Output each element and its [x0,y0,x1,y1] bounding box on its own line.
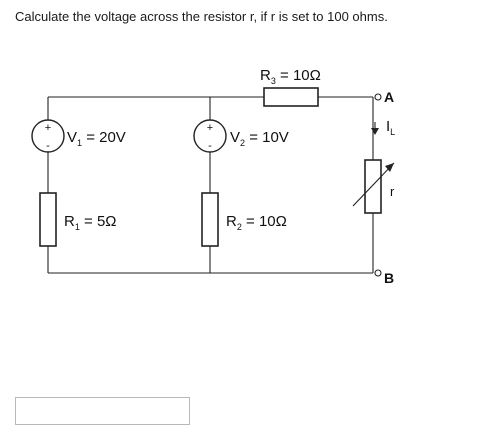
v1-plus-sign: + [45,122,51,134]
terminal-b-dot [374,269,382,277]
variable-resistor-arrowhead [385,163,394,172]
terminal-a-dot [374,93,382,101]
v1-minus-sign: - [46,140,50,152]
answer-input[interactable] [15,397,190,425]
question-text: Calculate the voltage across the resisto… [15,9,388,24]
variable-resistor-r [364,159,382,214]
label-r-var: r [390,184,395,199]
voltage-source-v2 [193,119,227,153]
resistor-r3 [263,87,319,107]
current-arrowhead [371,128,379,135]
voltage-source-v1 [31,119,65,153]
terminal-a-label: A [384,89,394,105]
terminal-b-label: B [384,270,394,286]
label-v2: V2 = 10V [230,129,289,148]
circuit-diagram: R3 = 10Ω + - V1 = 20V + - V2 = 10V R1 = … [31,67,395,286]
resistor-r1 [39,192,57,247]
label-v1: V1 = 20V [67,129,126,148]
v2-plus-sign: + [207,122,213,134]
label-r3: R3 = 10Ω [260,67,321,86]
resistor-r2 [201,192,219,247]
label-il: IL [386,118,395,137]
v2-minus-sign: - [208,140,212,152]
variable-resistor-arrow-line [352,162,395,207]
label-r1: R1 = 5Ω [64,213,117,232]
label-r2: R2 = 10Ω [226,213,287,232]
